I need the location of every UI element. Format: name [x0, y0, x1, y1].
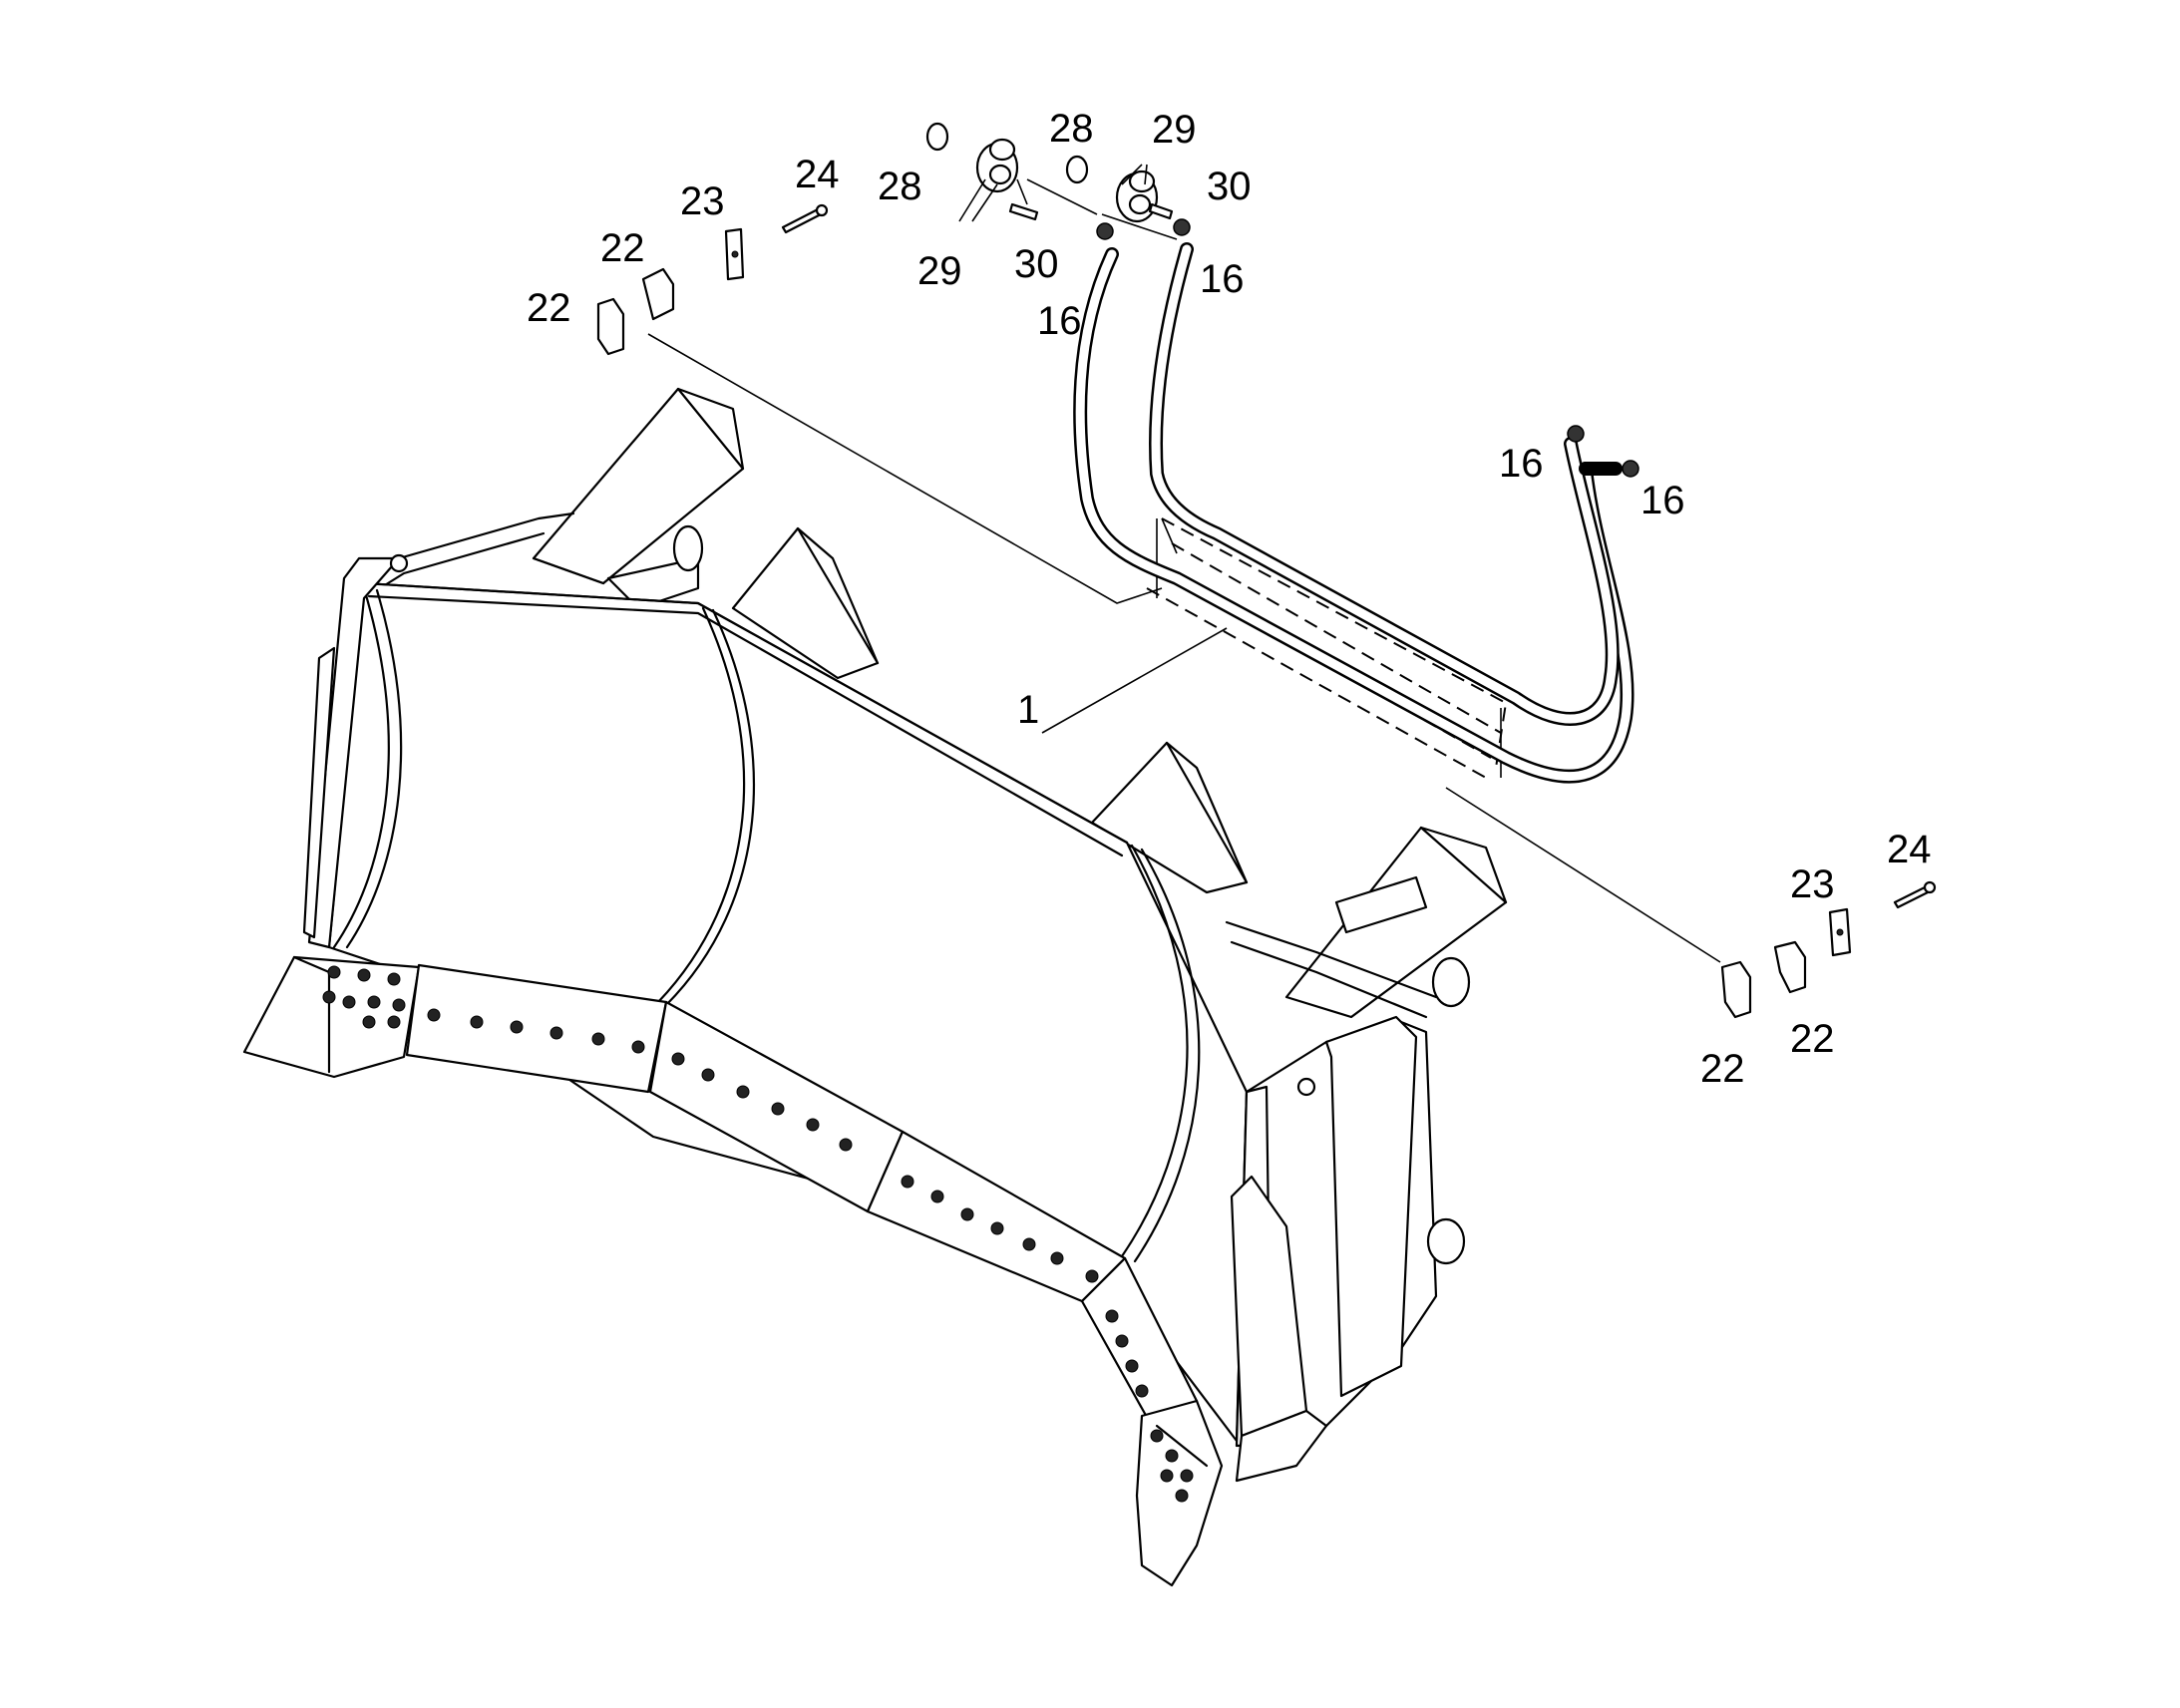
callout-30-left: 30 [1014, 242, 1059, 286]
callout-22-left-upper: 22 [600, 226, 645, 270]
callout-24-left: 24 [795, 153, 840, 196]
callout-22-right-upper: 22 [1790, 1017, 1835, 1061]
callout-28-left: 28 [878, 165, 922, 208]
left-mounting-hardware [596, 203, 829, 356]
cutting-edge-bolt-holes [322, 965, 1194, 1503]
callout-16-mid-right: 16 [1640, 479, 1685, 522]
callout-29-left: 29 [917, 249, 962, 293]
callout-23-left: 23 [680, 179, 725, 223]
callout-24-right: 24 [1887, 828, 1932, 871]
callout-23-right: 23 [1790, 862, 1835, 906]
right-side-frame [1230, 1015, 1466, 1483]
hose-guard-cover [1146, 517, 1508, 779]
hydraulic-hoses [1073, 218, 1639, 784]
callout-1: 1 [1017, 688, 1039, 732]
hose-clamp-hardware-right [1065, 155, 1178, 240]
callout-labels: 1 16 16 16 16 22 22 22 22 23 23 24 24 28… [527, 107, 1932, 1091]
callout-22-left-lower: 22 [527, 286, 571, 330]
hose-clamp-hardware-left [925, 122, 1098, 221]
callout-28-right: 28 [1049, 107, 1094, 151]
right-mounting-hardware [1720, 880, 1937, 1019]
callout-30-right: 30 [1207, 165, 1252, 208]
right-center-block [1090, 741, 1249, 894]
left-center-block [731, 526, 880, 680]
callout-16-top-right: 16 [1200, 257, 1245, 301]
callout-16-mid-left: 16 [1499, 442, 1544, 486]
leader-lines [647, 164, 1721, 963]
callout-22-right-lower: 22 [1700, 1047, 1745, 1091]
callout-16-top-left: 16 [1037, 299, 1082, 343]
left-top-block [532, 387, 745, 610]
callout-29-right: 29 [1152, 108, 1197, 152]
dozer-blade-assembly [242, 387, 1508, 1587]
right-top-block [1284, 826, 1508, 1019]
